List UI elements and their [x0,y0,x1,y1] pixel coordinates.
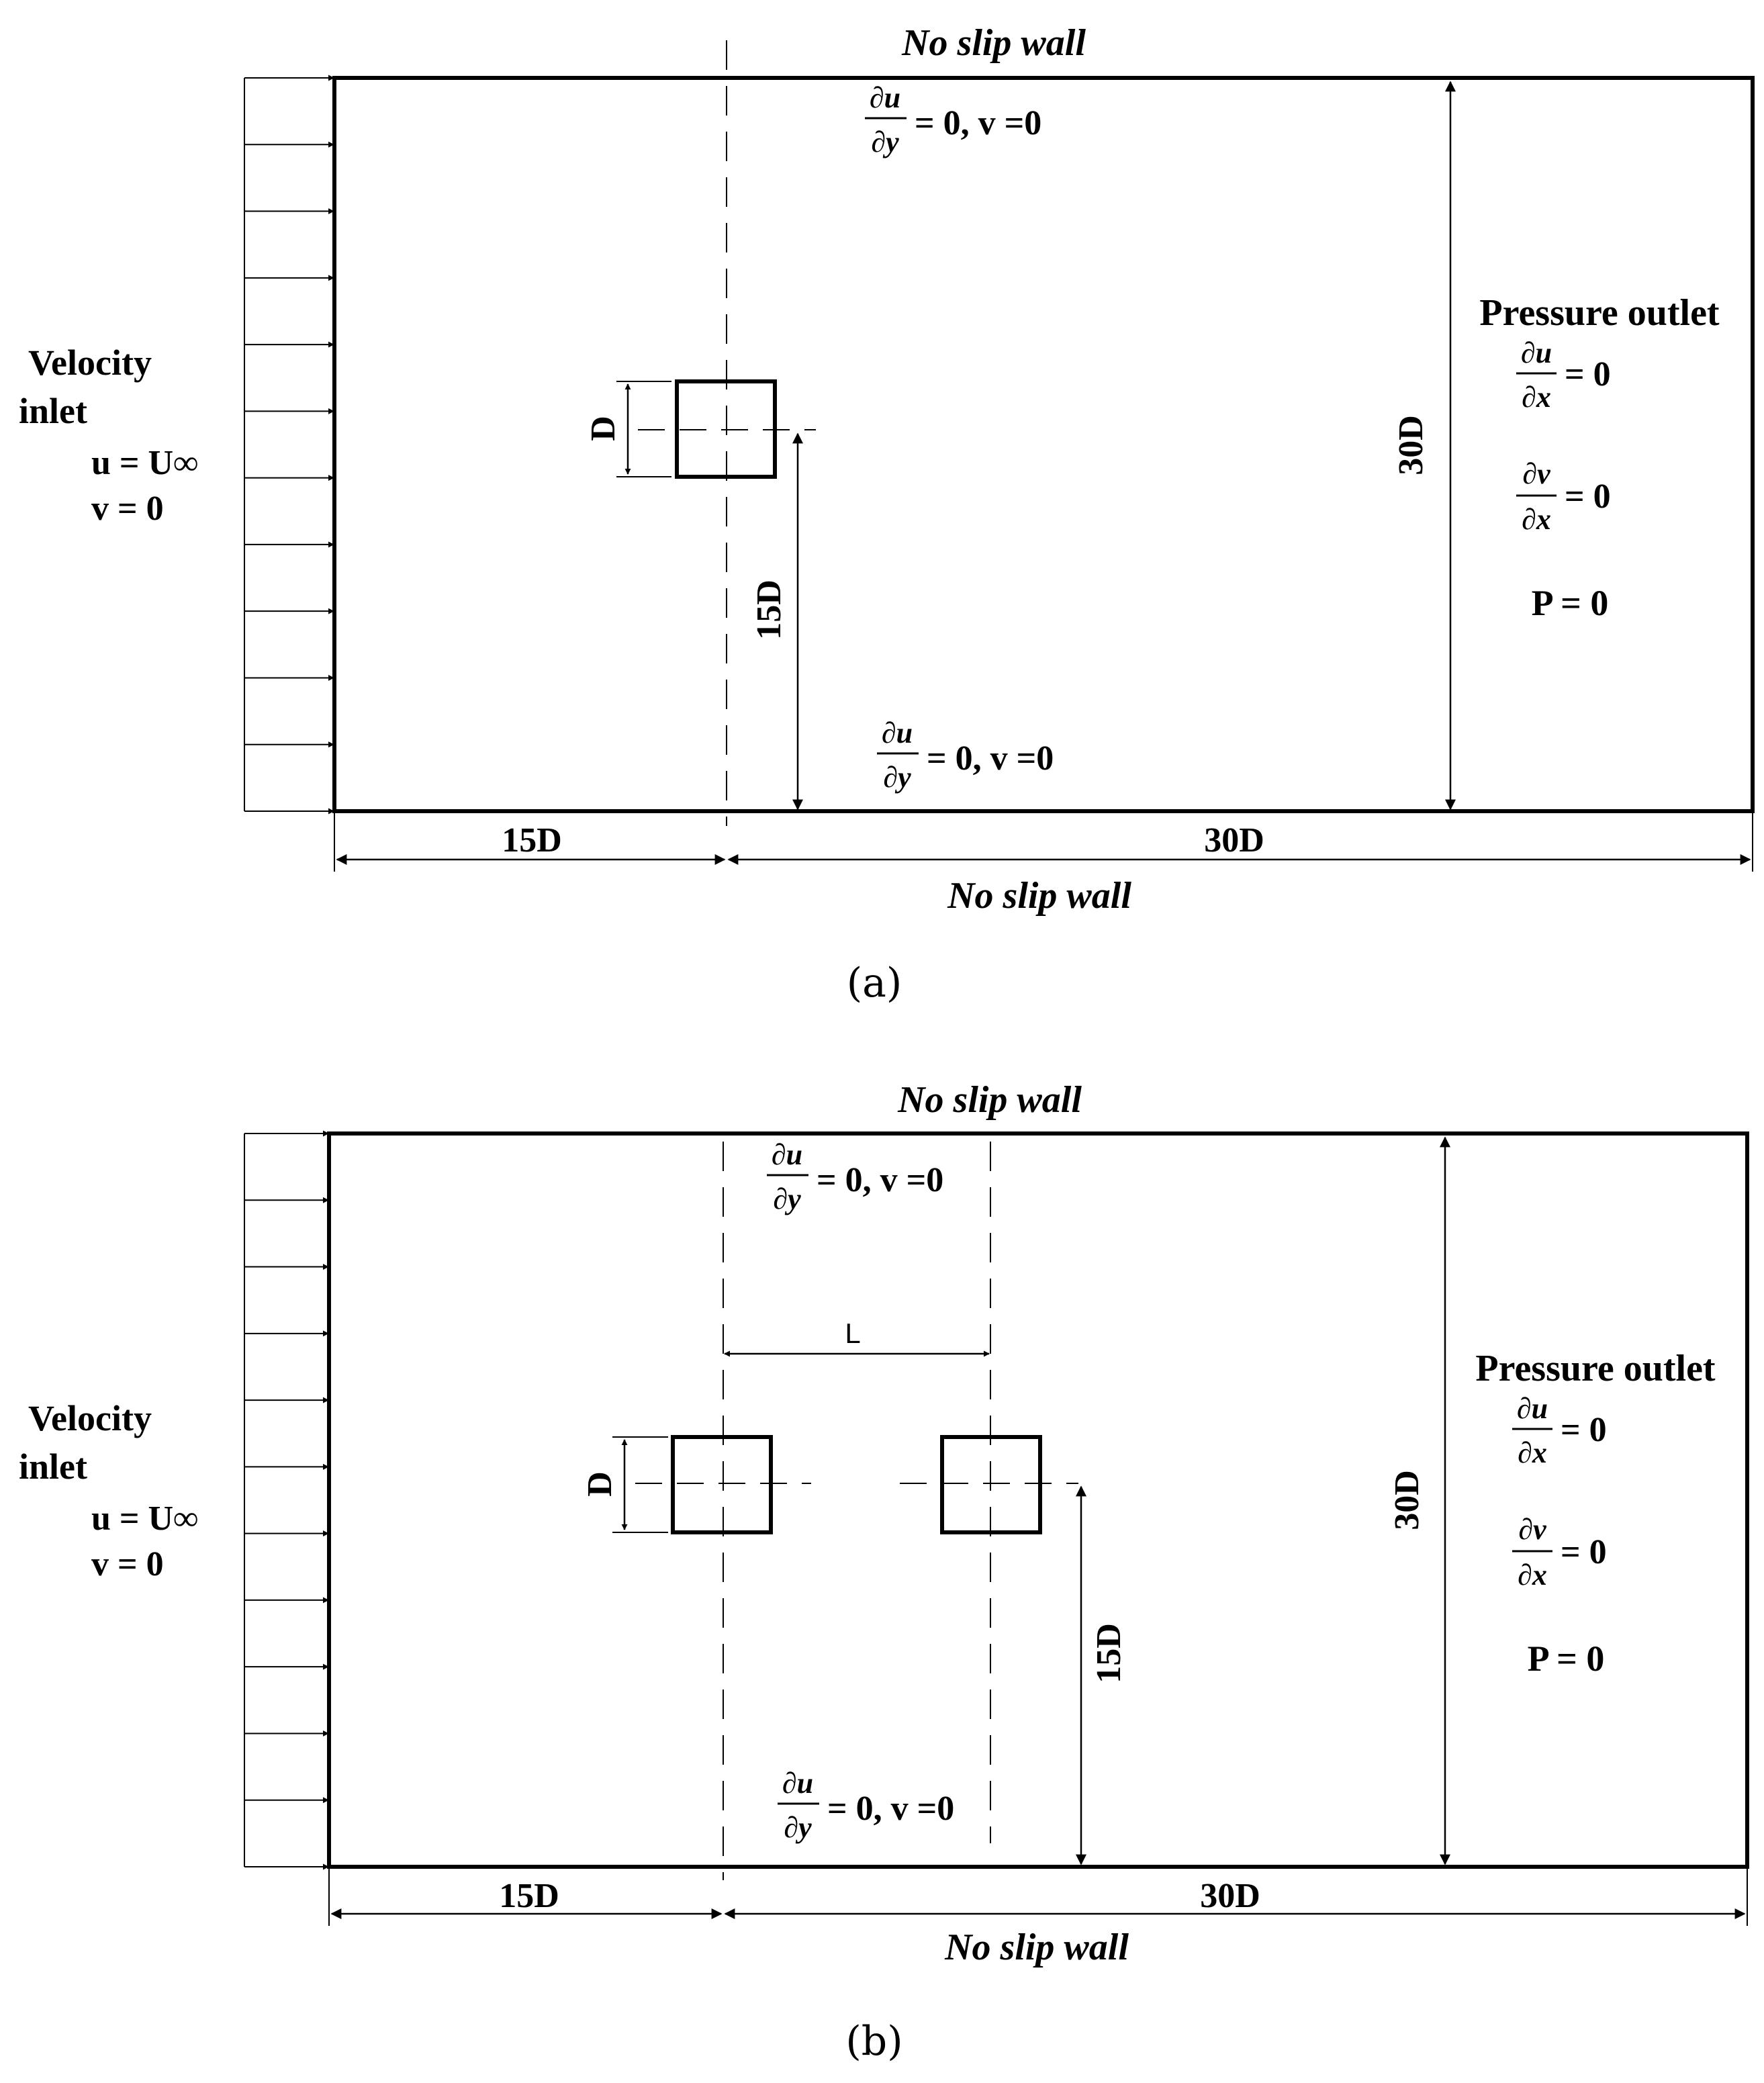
center-height-label: 15D [750,580,788,640]
inlet-boundary-condition: Velocity inlet u = U∞ v = 0 [19,342,198,528]
svg-text:∂x: ∂x [1518,1559,1547,1591]
svg-text:∂v: ∂v [1518,1513,1546,1546]
svg-text:∂y: ∂y [883,761,911,794]
top-boundary-condition: ∂u ∂y = 0, v =0 [865,81,1041,158]
upstream-square-cylinder [671,1435,773,1534]
center-height-label: 15D [1090,1623,1128,1683]
cylinder-size-label: D [584,416,622,441]
domain-height-label: 30D [1388,1470,1426,1530]
svg-text:P = 0: P = 0 [1532,583,1609,623]
svg-text:∂u: ∂u [882,716,913,749]
svg-text:∂x: ∂x [1522,381,1551,414]
domain-height-label: 30D [1392,415,1430,475]
svg-text:inlet: inlet [19,1446,87,1487]
svg-text:∂u: ∂u [1521,336,1552,369]
bottom-wall-label: No slip wall [947,875,1131,917]
svg-text:inlet: inlet [19,391,87,431]
svg-text:Pressure outlet: Pressure outlet [1479,292,1720,334]
panel-b: L D 15D 30D 15D 30D No slip wall No slip… [19,1079,1749,2065]
upstream-length-label: 15D [499,1877,559,1915]
upstream-length-label: 15D [502,821,562,860]
svg-text:P = 0: P = 0 [1528,1638,1605,1679]
inlet-boundary-condition: Velocity inlet u = U∞ v = 0 [19,1398,198,1583]
svg-text:∂u: ∂u [782,1767,813,1800]
panel-a: D 15D 30D 15D 30D No slip wall No slip w… [19,22,1755,1007]
svg-text:= 0: = 0 [1561,1533,1607,1571]
svg-text:v = 0: v = 0 [91,490,164,528]
outlet-boundary-condition: Pressure outlet ∂u ∂x = 0 ∂v ∂x = 0 P = … [1475,1348,1716,1679]
svg-text:∂v: ∂v [1522,457,1550,490]
bottom-wall-label: No slip wall [944,1927,1129,1968]
svg-text:Velocity: Velocity [28,342,152,383]
top-wall-label: No slip wall [901,22,1086,64]
svg-text:∂u: ∂u [870,81,900,114]
svg-text:∂u: ∂u [1517,1392,1548,1425]
top-wall-label: No slip wall [897,1079,1082,1121]
svg-text:u = U∞: u = U∞ [91,444,198,482]
svg-text:∂y: ∂y [784,1811,812,1844]
svg-text:v = 0: v = 0 [91,1545,164,1583]
svg-text:Pressure outlet: Pressure outlet [1475,1348,1716,1389]
svg-text:∂u: ∂u [772,1138,802,1171]
bottom-boundary-condition: ∂u ∂y = 0, v =0 [778,1767,954,1844]
svg-text:= 0, v =0: = 0, v =0 [915,104,1041,142]
inlet-velocity-arrows [244,1130,329,1870]
downstream-length-label: 30D [1200,1877,1260,1915]
svg-text:∂x: ∂x [1522,503,1551,536]
cylinder-size-label: D [581,1471,619,1497]
outlet-boundary-condition: Pressure outlet ∂u ∂x = 0 ∂v ∂x = 0 P = … [1479,292,1720,623]
downstream-square-cylinder [940,1435,1042,1534]
svg-text:∂y: ∂y [871,126,899,158]
top-boundary-condition: ∂u ∂y = 0, v =0 [767,1138,943,1215]
bottom-boundary-condition: ∂u ∂y = 0, v =0 [877,716,1054,794]
svg-text:= 0, v =0: = 0, v =0 [817,1161,943,1199]
domain-boundary [327,1131,1749,1869]
svg-text:Velocity: Velocity [28,1398,152,1438]
svg-text:= 0: = 0 [1565,355,1611,394]
caption-a: (a) [847,960,902,1007]
inlet-velocity-arrows [244,75,334,815]
svg-text:= 0: = 0 [1561,1411,1607,1449]
svg-text:∂x: ∂x [1518,1436,1547,1469]
svg-text:u = U∞: u = U∞ [91,1499,198,1538]
svg-text:∂y: ∂y [773,1183,801,1215]
caption-b: (b) [845,2018,902,2065]
spacing-label: L [845,1317,860,1349]
downstream-length-label: 30D [1204,821,1264,860]
svg-text:= 0, v =0: = 0, v =0 [827,1790,954,1828]
domain-boundary [332,76,1755,813]
svg-text:= 0, v =0: = 0, v =0 [927,739,1054,778]
svg-text:= 0: = 0 [1565,477,1611,516]
